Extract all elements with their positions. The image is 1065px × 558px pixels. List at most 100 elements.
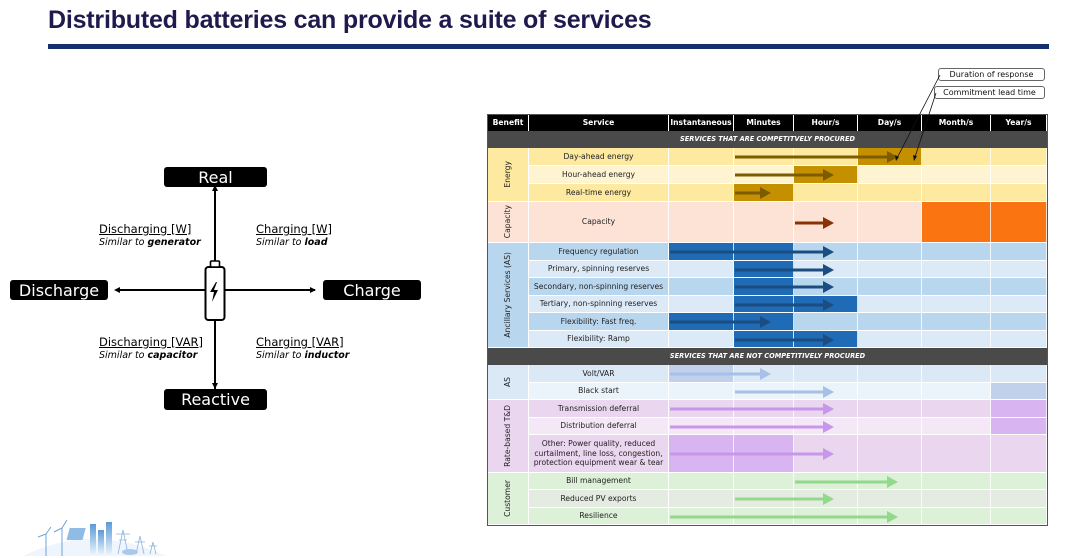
timescale-cell xyxy=(991,365,1047,383)
reactive-axis-label: Reactive xyxy=(164,389,267,410)
timescale-cell xyxy=(669,473,734,490)
arrowhead-down xyxy=(212,383,218,389)
callout-duration: Duration of response xyxy=(938,68,1045,81)
timescale-cell xyxy=(922,184,991,202)
service-cell: Other: Power quality, reduced curtailmen… xyxy=(529,435,669,473)
arrowhead-up xyxy=(212,185,218,191)
timescale-cell xyxy=(669,166,734,184)
timescale-cell xyxy=(991,490,1047,508)
similar-term: load xyxy=(304,237,328,248)
quadrant-label: Charging [W] xyxy=(256,222,332,236)
lead-time-arrow xyxy=(735,151,898,163)
lead-time-arrow xyxy=(735,169,834,181)
benefit-cell: Customer xyxy=(488,473,529,525)
arrowhead-right xyxy=(310,287,316,293)
lead-time-arrow xyxy=(670,420,834,433)
timescale-cell xyxy=(794,313,858,331)
duration-cell xyxy=(991,400,1047,418)
timescale-cell xyxy=(858,243,922,261)
timescale-cell xyxy=(922,313,991,331)
timescale-cell xyxy=(922,148,991,166)
timescale-cell xyxy=(991,243,1047,261)
timescale-cell xyxy=(991,184,1047,202)
service-cell: Resilience xyxy=(529,508,669,525)
duration-cell xyxy=(991,383,1047,400)
timescale-cell xyxy=(734,202,794,243)
timescale-cell xyxy=(991,473,1047,490)
column-header: Year/s xyxy=(991,115,1047,131)
timescale-cell xyxy=(922,418,991,435)
timescale-cell xyxy=(922,508,991,525)
timescale-cell xyxy=(858,261,922,278)
service-cell: Capacity xyxy=(529,202,669,243)
timescale-cell xyxy=(922,490,991,508)
timescale-cell xyxy=(734,473,794,490)
service-cell: Hour-ahead energy xyxy=(529,166,669,184)
similar-term: capacitor xyxy=(147,350,198,361)
timescale-cell xyxy=(669,184,734,202)
benefit-label: Capacity xyxy=(503,205,513,239)
lead-time-arrow xyxy=(795,216,834,229)
lead-time-arrow xyxy=(670,246,834,258)
duration-cell xyxy=(991,418,1047,435)
quadrant-lower-right: Charging [VAR] Similar to inductor xyxy=(256,335,349,361)
column-header: Service xyxy=(529,115,669,131)
benefit-cell: Rate-based T&D xyxy=(488,400,529,473)
timescale-cell xyxy=(669,148,734,166)
timescale-cell xyxy=(991,278,1047,296)
lead-time-arrow xyxy=(670,448,834,460)
timescale-cell xyxy=(922,166,991,184)
timescale-cell xyxy=(794,365,858,383)
slide-title: Distributed batteries can provide a suit… xyxy=(48,6,652,34)
service-cell: Day-ahead energy xyxy=(529,148,669,166)
timescale-cell xyxy=(922,331,991,348)
callout-commitment: Commitment lead time xyxy=(934,86,1045,99)
energy-landscape-logo xyxy=(23,519,166,556)
quadrant-label: Discharging [VAR] xyxy=(99,335,203,349)
service-cell: Flexibility: Ramp xyxy=(529,331,669,348)
benefit-label: Ancillary Services (AS) xyxy=(503,252,513,338)
similar-prefix: Similar to xyxy=(256,350,305,361)
service-cell: Distribution deferral xyxy=(529,418,669,435)
similar-prefix: Similar to xyxy=(99,237,148,248)
timescale-cell xyxy=(669,490,734,508)
timescale-cell xyxy=(991,331,1047,348)
column-header: Hour/s xyxy=(794,115,858,131)
benefit-label: Energy xyxy=(503,161,513,188)
duration-cell xyxy=(922,202,991,243)
timescale-cell xyxy=(922,296,991,313)
service-cell: Real-time energy xyxy=(529,184,669,202)
timescale-cell xyxy=(858,383,922,400)
timescale-cell xyxy=(669,296,734,313)
timescale-cell xyxy=(669,261,734,278)
lead-time-arrow xyxy=(670,510,898,523)
timescale-cell xyxy=(991,508,1047,525)
timescale-cell xyxy=(858,296,922,313)
duration-cell xyxy=(991,202,1047,243)
service-cell: Flexibility: Fast freq. xyxy=(529,313,669,331)
timescale-cell xyxy=(922,278,991,296)
title-rule xyxy=(48,44,1049,49)
service-cell: Reduced PV exports xyxy=(529,490,669,508)
service-cell: Black start xyxy=(529,383,669,400)
service-cell: Secondary, non-spinning reserves xyxy=(529,278,669,296)
similar-term: generator xyxy=(147,237,201,248)
column-header: Benefit xyxy=(488,115,529,131)
section-header: SERVICES THAT ARE NOT COMPETITIVELY PROC… xyxy=(488,348,1047,365)
timescale-cell xyxy=(858,490,922,508)
discharge-axis-label: Discharge xyxy=(10,280,108,300)
timescale-cell xyxy=(669,278,734,296)
section-header: SERVICES THAT ARE COMPETITVELY PROCURED xyxy=(488,131,1047,148)
similar-prefix: Similar to xyxy=(99,350,148,361)
timescale-cell xyxy=(858,166,922,184)
service-cell: Frequency regulation xyxy=(529,243,669,261)
quadrant-lower-left: Discharging [VAR] Similar to capacitor xyxy=(99,335,203,361)
timescale-cell xyxy=(922,400,991,418)
service-cell: Volt/VAR xyxy=(529,365,669,383)
timescale-cell xyxy=(858,184,922,202)
timescale-cell xyxy=(991,148,1047,166)
column-header: Day/s xyxy=(858,115,922,131)
lead-time-arrow xyxy=(670,403,834,415)
column-header: Instantaneous xyxy=(669,115,734,131)
quadrant-upper-right: Charging [W] Similar to load xyxy=(256,222,332,248)
